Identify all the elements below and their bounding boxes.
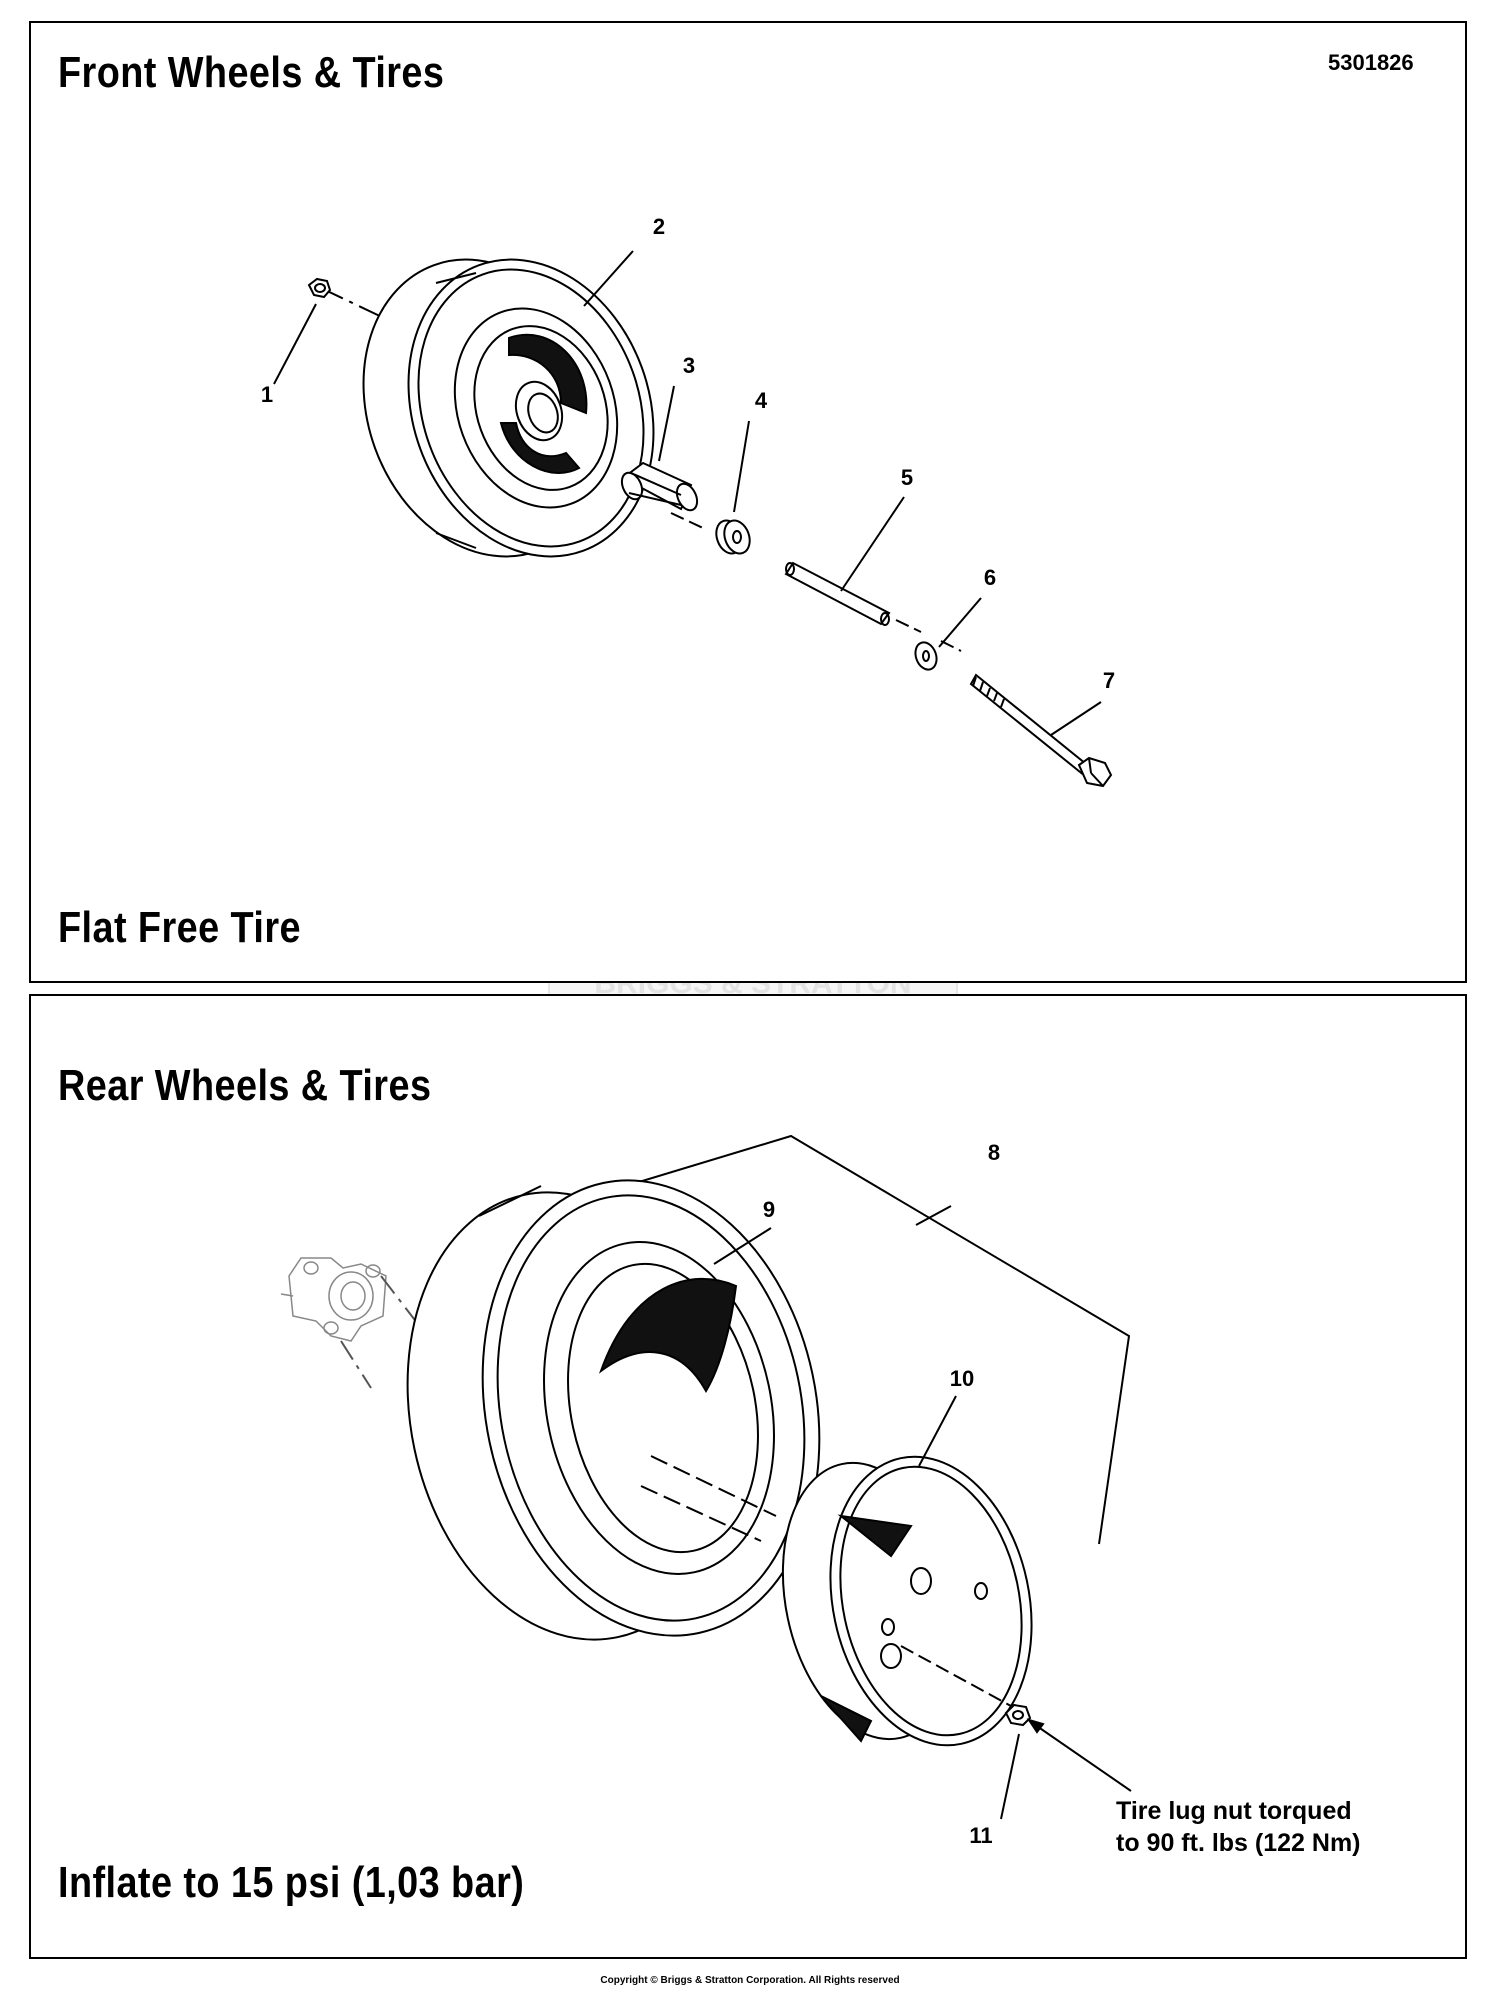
callout-11: 11 xyxy=(969,1823,992,1848)
rear-tire-part xyxy=(406,1179,821,1641)
callout-7: 7 xyxy=(1103,668,1115,693)
torque-note-line-1: Tire lug nut torqued xyxy=(1116,1797,1352,1825)
hex-bolt-part xyxy=(969,673,1113,788)
spacer-tube-part xyxy=(784,561,891,626)
part-number: 5301826 xyxy=(1328,50,1414,75)
lug-nut-part xyxy=(1004,1703,1032,1727)
callout-3: 3 xyxy=(683,353,695,378)
callout-10: 10 xyxy=(950,1366,974,1391)
wheel-hub-part xyxy=(280,1257,387,1342)
front-axis-line xyxy=(322,288,404,328)
callout-4: 4 xyxy=(755,388,768,413)
wheel-rim-part xyxy=(781,1455,1033,1747)
callout-1: 1 xyxy=(261,382,273,407)
callout-8: 8 xyxy=(988,1140,1000,1165)
front-panel-subtitle: Flat Free Tire xyxy=(58,903,301,952)
rear-wheels-panel: Rear Wheels & Tires Inflate to 15 psi (1… xyxy=(29,994,1467,1959)
callout-2: 2 xyxy=(653,214,665,239)
callout-6: 6 xyxy=(984,565,996,590)
front-wheels-panel: Front Wheels & Tires 5301826 Flat Free T… xyxy=(29,21,1467,983)
rear-wheel-exploded-diagram: 8 9 10 11 Tire lug nut torqued to 90 ft.… xyxy=(280,1134,1361,1857)
washer-part xyxy=(914,641,938,671)
lock-nut-part xyxy=(307,277,332,299)
copyright-notice: Copyright © Briggs & Stratton Corporatio… xyxy=(600,1975,900,1986)
torque-note-line-2: to 90 ft. lbs (122 Nm) xyxy=(1116,1829,1361,1857)
bushing-part xyxy=(620,461,699,512)
front-panel-title: Front Wheels & Tires xyxy=(58,48,445,97)
callout-9: 9 xyxy=(763,1197,775,1222)
rear-panel-title: Rear Wheels & Tires xyxy=(58,1061,432,1110)
callout-5: 5 xyxy=(901,465,913,490)
rear-panel-subtitle: Inflate to 15 psi (1,03 bar) xyxy=(58,1858,525,1907)
spacer-washer-part xyxy=(715,519,751,555)
front-wheel-part xyxy=(362,258,655,558)
assembly-bracket xyxy=(585,1134,1131,1545)
front-wheel-exploded-diagram: 1 2 3 4 5 6 7 xyxy=(261,214,1115,788)
